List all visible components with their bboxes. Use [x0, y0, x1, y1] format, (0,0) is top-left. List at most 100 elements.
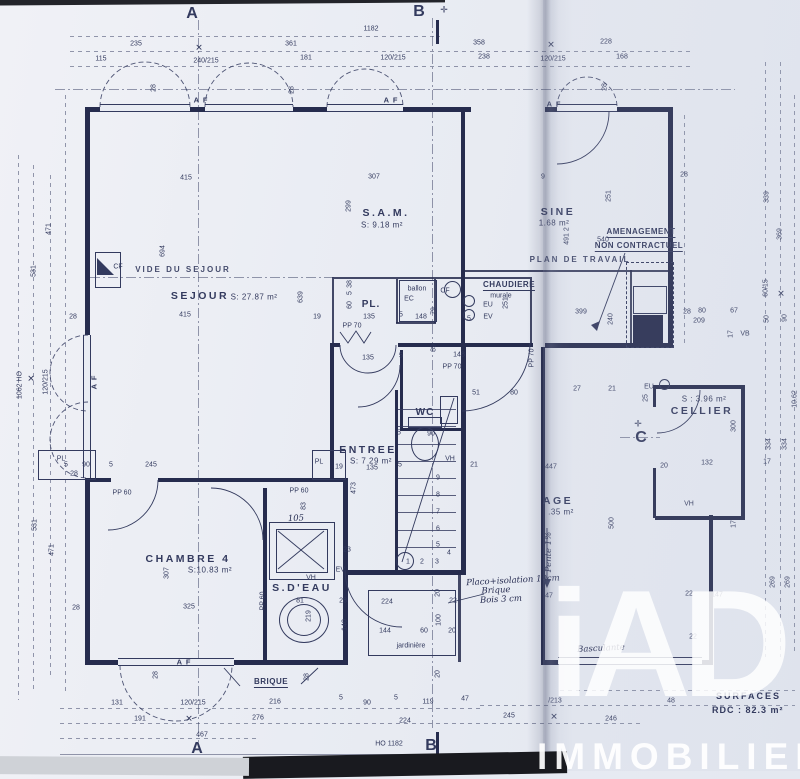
room-label: SEJOUR: [170, 290, 230, 302]
room-label: S.D'EAU: [272, 582, 332, 594]
dim-label: 60: [346, 301, 354, 309]
dim-label: 245: [503, 712, 515, 720]
room-area: S : 3.96 m²: [681, 394, 727, 404]
dim-label: PL: [56, 455, 66, 463]
dim-label: PL.: [361, 299, 381, 310]
dim-label: PP 70: [528, 348, 536, 368]
dim-label: 20: [434, 670, 442, 678]
wall: [655, 516, 745, 520]
dim-label: 140: [341, 619, 349, 631]
dim-label: murale: [490, 292, 512, 300]
wall: [343, 570, 465, 575]
wall: [400, 350, 403, 430]
dim-label: AMENAGEMENT: [606, 227, 676, 238]
dim-label: 447: [545, 463, 557, 471]
dim-label: 399: [575, 308, 587, 316]
dim-label: 334: [765, 438, 773, 450]
guide-line: [18, 155, 19, 700]
section-marker: B: [425, 737, 437, 754]
window-swing-arc: [326, 68, 404, 108]
guide-line: [60, 708, 480, 709]
dim-label: 28: [683, 308, 691, 316]
room-label: ENTREE: [339, 444, 397, 456]
dim-label: 246: [605, 715, 617, 723]
dim-label: 300: [730, 420, 738, 432]
thin-wall: [530, 279, 532, 345]
dim-label: 219: [305, 610, 313, 622]
dim-label: 148: [453, 351, 465, 359]
dim-label: 5: [346, 291, 354, 295]
dim-label: 132: [701, 459, 713, 467]
dim-label: 209: [693, 317, 705, 325]
fixture-box: [312, 450, 346, 480]
fixture-filled: [633, 315, 663, 343]
guide-line: [70, 36, 440, 37]
dim-label: 224: [381, 598, 393, 606]
thin-wall: [332, 279, 334, 343]
dim-label: 21: [470, 461, 478, 469]
dim-label: PP 70: [342, 322, 362, 330]
door-arc: [344, 569, 403, 628]
wall: [330, 343, 340, 347]
dim-label: 369: [776, 228, 784, 240]
door-arc: [596, 252, 626, 329]
dim-label: 299: [345, 200, 353, 212]
thin-wall: [332, 277, 532, 279]
dim-label: 245: [145, 461, 157, 469]
guide-line: [50, 175, 51, 675]
dim-label: VH: [445, 455, 455, 463]
dim-label: 120/215: [42, 369, 50, 395]
window-swing-arc: [556, 76, 618, 108]
dim-label: 307: [163, 567, 171, 579]
dim-label: 5: [399, 352, 403, 360]
door-arc: [300, 667, 319, 685]
dim-label: 467: [196, 731, 208, 739]
dim-label: 240/215: [193, 57, 219, 65]
dim-label: 38: [346, 280, 354, 288]
stair-tread: [398, 409, 456, 411]
wall: [545, 343, 673, 348]
window-swing-arc: [49, 334, 89, 412]
dim-label: jardinière: [396, 642, 426, 650]
dim-label: A F: [383, 95, 399, 105]
wall: [395, 390, 398, 570]
dim-label: 79: [430, 307, 438, 315]
dim-label: 67: [730, 307, 738, 315]
window-opening: [118, 658, 234, 666]
dim-label: A F: [176, 657, 192, 667]
room-label: AGE: [542, 495, 574, 507]
stair-tread: [398, 443, 456, 445]
wall: [263, 488, 267, 662]
guide-line: [90, 277, 335, 278]
dim-label: 415: [180, 174, 192, 182]
dim-label: 540: [597, 236, 609, 244]
dim-label: HO 1182: [375, 740, 403, 748]
section-marker: C: [635, 429, 647, 446]
fixture-ellipse: [463, 295, 475, 307]
dim-label: 5: [467, 315, 471, 323]
dim-label: ballon: [407, 285, 427, 293]
dim-label: 17: [727, 330, 735, 338]
room-area: S: 27.87 m²: [230, 292, 278, 302]
photo-edge-bottom: [242, 751, 568, 779]
fixture-filled: [436, 20, 439, 44]
dim-label: 90: [82, 461, 90, 469]
dim-label: 228: [600, 38, 612, 46]
stair-tread: [398, 460, 456, 462]
dim-label: CF: [440, 287, 450, 295]
dim-label: 147: [711, 591, 723, 599]
dim-label: 144: [379, 627, 391, 635]
fixture-ellipse: [287, 604, 321, 636]
dim-label: 27: [573, 385, 581, 393]
guide-line: [60, 754, 470, 755]
dim-label: 361: [285, 40, 297, 48]
door-arc: [277, 530, 325, 570]
dim-label: 9: [436, 474, 440, 482]
dim-label: 80: [510, 389, 518, 397]
dim-label: 415: [179, 311, 191, 319]
dim-label: 325: [183, 603, 195, 611]
iad-logo-watermark: iAD: [548, 559, 792, 729]
